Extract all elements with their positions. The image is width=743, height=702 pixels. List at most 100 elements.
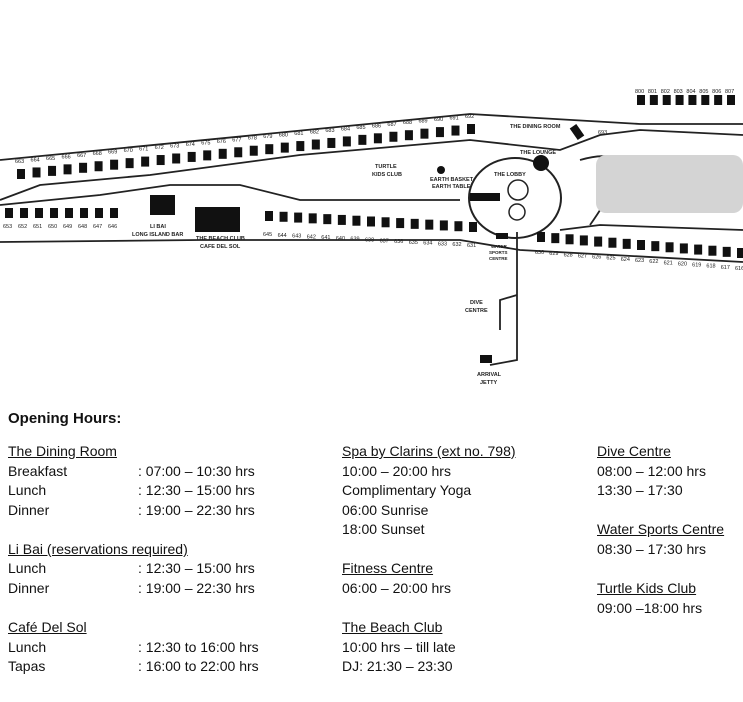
villa-label: 619 — [692, 263, 701, 269]
villa-677 — [234, 147, 243, 158]
villa-678 — [249, 145, 258, 156]
villa-label: 685 — [356, 125, 365, 131]
villa-687 — [389, 131, 398, 142]
villa-label: 648 — [78, 224, 87, 230]
meal-label: Dinner — [8, 501, 50, 518]
villa-label: 622 — [649, 259, 658, 265]
villa-label: 673 — [170, 143, 179, 149]
section-dive-centre: Dive Centre 08:00 – 12:00 hrs 13:30 – 17… — [597, 442, 724, 501]
villa-630 — [537, 232, 545, 242]
label-jetty-2: JETTY — [480, 380, 497, 386]
villa-label: 627 — [578, 253, 587, 259]
villa-label: 630 — [535, 250, 544, 256]
villa-652 — [20, 208, 28, 218]
villa-667 — [79, 162, 88, 173]
villa-669 — [110, 159, 119, 170]
label-turtle-kids-1: TURTLE — [375, 164, 397, 170]
villa-633 — [439, 220, 448, 231]
villa-627 — [579, 235, 588, 246]
villa-670 — [125, 158, 134, 169]
villa-label: 629 — [549, 251, 558, 257]
villa-621 — [665, 242, 674, 253]
label-lobby: THE LOBBY — [494, 172, 526, 178]
column-2: Spa by Clarins (ext no. 798) 10:00 – 20:… — [342, 442, 516, 696]
villa-label: 674 — [186, 142, 195, 148]
villa-label: 692 — [465, 114, 474, 120]
villa-label: 683 — [325, 128, 334, 134]
meal-time: : 12:30 – 15:00 hrs — [138, 482, 255, 499]
label-turtle-kids-2: KIDS CLUB — [372, 172, 402, 178]
meal-time: : 16:00 to 22:00 hrs — [138, 658, 259, 675]
villa-673 — [172, 153, 181, 164]
section-li-bai: Li Bai (reservations required) Lunch: 12… — [8, 540, 259, 599]
villa-label: 653 — [3, 224, 12, 230]
villa-691 — [451, 125, 460, 136]
villa-637 — [381, 217, 390, 228]
villa-675 — [203, 150, 212, 161]
label-dining-room: THE DINING ROOM — [510, 124, 561, 130]
villa-803 — [675, 95, 684, 105]
villa-653 — [5, 208, 13, 218]
meal-label: Lunch — [8, 638, 47, 655]
meal-label: Tapas — [8, 658, 46, 675]
villa-642 — [308, 213, 317, 224]
hours-line: 10:00 hrs – till late — [342, 638, 456, 655]
villa-617 — [722, 246, 731, 257]
villa-label: 641 — [321, 235, 330, 241]
villa-631 — [469, 222, 477, 232]
villa-label: 686 — [372, 123, 381, 129]
villa-668 — [94, 161, 103, 172]
villa-671 — [141, 156, 150, 167]
island-paths — [0, 113, 743, 366]
villa-label: 805 — [699, 89, 708, 95]
section-fitness: Fitness Centre 06:00 – 20:00 hrs — [342, 559, 516, 598]
villa-636 — [396, 218, 405, 229]
hours-line: 13:30 – 17:30 — [597, 482, 683, 499]
villa-label: 682 — [310, 130, 319, 136]
section-heading: Dive Centre — [597, 443, 671, 459]
meal-label: Lunch — [8, 482, 47, 499]
villa-618 — [708, 245, 717, 256]
section-beach-club: The Beach Club 10:00 hrs – till late DJ:… — [342, 618, 516, 677]
villa-label: 676 — [217, 139, 226, 145]
villa-632 — [454, 221, 463, 232]
villa-label: 801 — [648, 89, 657, 95]
villa-label: 626 — [592, 255, 601, 261]
villa-label: 803 — [674, 89, 683, 95]
villa-label: 806 — [712, 89, 721, 95]
villa-label: 677 — [232, 137, 241, 143]
villa-label: 802 — [661, 89, 670, 95]
label-li-bai-2: LONG ISLAND BAR — [132, 232, 183, 238]
villa-label: 620 — [678, 261, 687, 267]
villa-label: 643 — [292, 234, 301, 240]
column-3: Dive Centre 08:00 – 12:00 hrs 13:30 – 17… — [597, 442, 724, 638]
villa-label: 640 — [336, 236, 345, 242]
villa-label: 632 — [452, 242, 461, 248]
earth-table-marker — [437, 166, 445, 174]
villa-666 — [63, 164, 72, 175]
villa-676 — [218, 148, 227, 159]
beach-club-building — [195, 207, 240, 232]
villa-679 — [265, 144, 274, 155]
villa-label: 644 — [278, 233, 287, 239]
villa-label: 691 — [449, 116, 458, 122]
villa-label: 628 — [564, 252, 573, 258]
meal-time: : 12:30 to 16:00 hrs — [138, 638, 259, 655]
hours-line: 06:00 Sunrise — [342, 501, 429, 518]
villa-label: 621 — [664, 260, 673, 266]
villa-804 — [688, 95, 697, 105]
villa-label: 689 — [418, 119, 427, 125]
villa-686 — [373, 133, 382, 144]
section-cafe-del-sol: Café Del Sol Lunch : 12:30 to 16:00 hrs T… — [8, 618, 259, 677]
villa-label: 678 — [248, 136, 257, 142]
villa-label: 670 — [124, 148, 133, 154]
label-water-2: SPORTS — [489, 250, 508, 255]
label-water-3: CENTRE — [489, 256, 508, 261]
villa-label: 680 — [279, 133, 288, 139]
villa-681 — [296, 141, 305, 152]
villa-label: 671 — [139, 147, 148, 153]
villa-674 — [187, 151, 196, 162]
section-heading: Café Del Sol — [8, 619, 87, 636]
